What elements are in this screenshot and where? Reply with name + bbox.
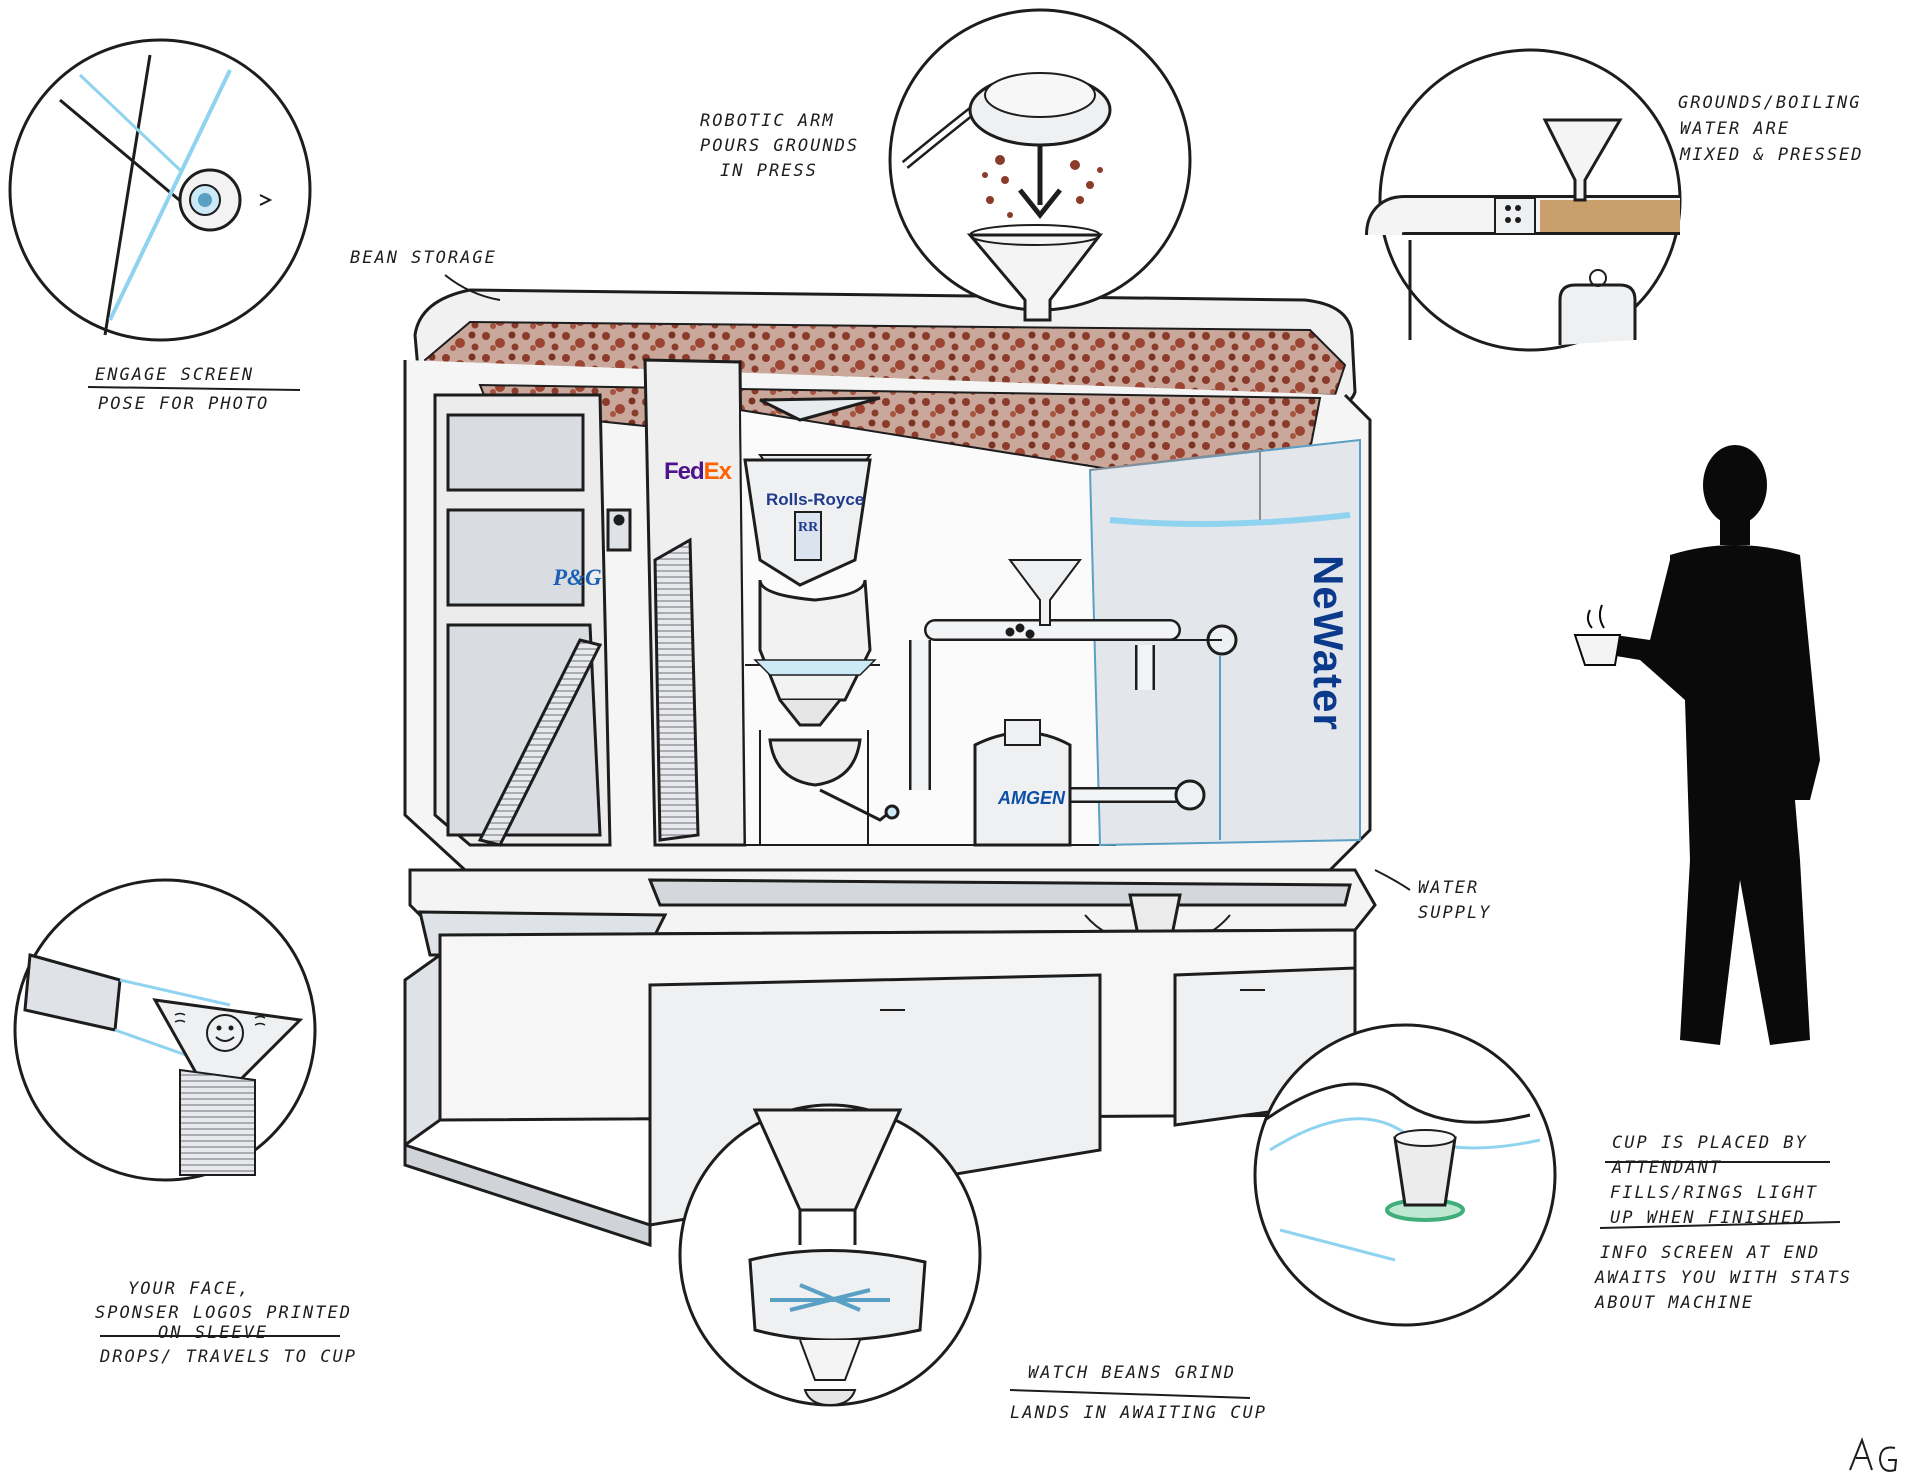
note-info-1: Info screen at end	[1600, 1243, 1821, 1263]
note-your-face-1: Your face,	[128, 1279, 251, 1299]
note-robotic-arm-1: Robotic arm	[700, 111, 835, 131]
note-grounds-3: mixed & pressed	[1680, 145, 1864, 165]
note-your-face-3: on sleeve	[158, 1323, 269, 1343]
note-fills-2: up when finished	[1610, 1208, 1806, 1228]
note-your-face-2: sponser logos printed	[95, 1303, 352, 1323]
newater-logo: NeWater	[1304, 555, 1352, 731]
detail-engage-screen	[8, 38, 312, 342]
note-drops: Drops/ travels to cup	[100, 1347, 357, 1367]
fedex-ex: Ex	[703, 458, 732, 485]
note-watch-beans: Watch beans grind	[1028, 1363, 1236, 1383]
leader-lines	[87, 274, 1841, 1399]
signature-scribble	[1849, 1437, 1898, 1472]
note-water-supply-2: supply	[1418, 903, 1492, 923]
newater-water: Water	[1305, 610, 1352, 731]
rolls-royce-badge: RR	[798, 520, 819, 535]
newater-ne: Ne	[1305, 555, 1352, 611]
note-info-3: about machine	[1595, 1293, 1755, 1313]
amgen-logo: AMGEN	[998, 788, 1065, 808]
rolls-royce-logo: Rolls-Royce	[766, 490, 865, 509]
note-grounds-1: Grounds/boiling	[1678, 93, 1862, 113]
detail-grinder	[678, 1103, 982, 1407]
detail-press	[1365, 48, 1682, 352]
detail-sleeve	[13, 878, 317, 1182]
note-robotic-arm-3: in press	[720, 161, 818, 181]
fedex-logo: FedEx	[664, 458, 732, 486]
fedex-fed: Fed	[664, 458, 705, 485]
note-robotic-arm-2: pours grounds	[700, 136, 860, 156]
note-lands: Lands in awaiting cup	[1010, 1403, 1267, 1423]
note-engage-screen: Engage screen	[95, 365, 255, 385]
note-cup-placed-1: Cup is placed by	[1612, 1133, 1808, 1153]
note-grounds-2: water are	[1680, 119, 1791, 139]
machine-body	[403, 288, 1377, 1248]
note-bean-storage: Bean storage	[350, 248, 497, 268]
person-silhouette	[1573, 445, 1820, 1045]
detail-robotic-arm	[888, 8, 1192, 322]
note-fills-1: Fills/rings light	[1610, 1183, 1818, 1203]
detail-cup	[1253, 1023, 1557, 1327]
note-cup-placed-2: attendant	[1612, 1158, 1723, 1178]
note-pose-for-photo: Pose for photo	[98, 394, 270, 414]
note-info-2: awaits you with stats	[1595, 1268, 1852, 1288]
note-water-supply-1: Water	[1418, 878, 1480, 898]
pg-logo: P&G	[553, 565, 602, 590]
